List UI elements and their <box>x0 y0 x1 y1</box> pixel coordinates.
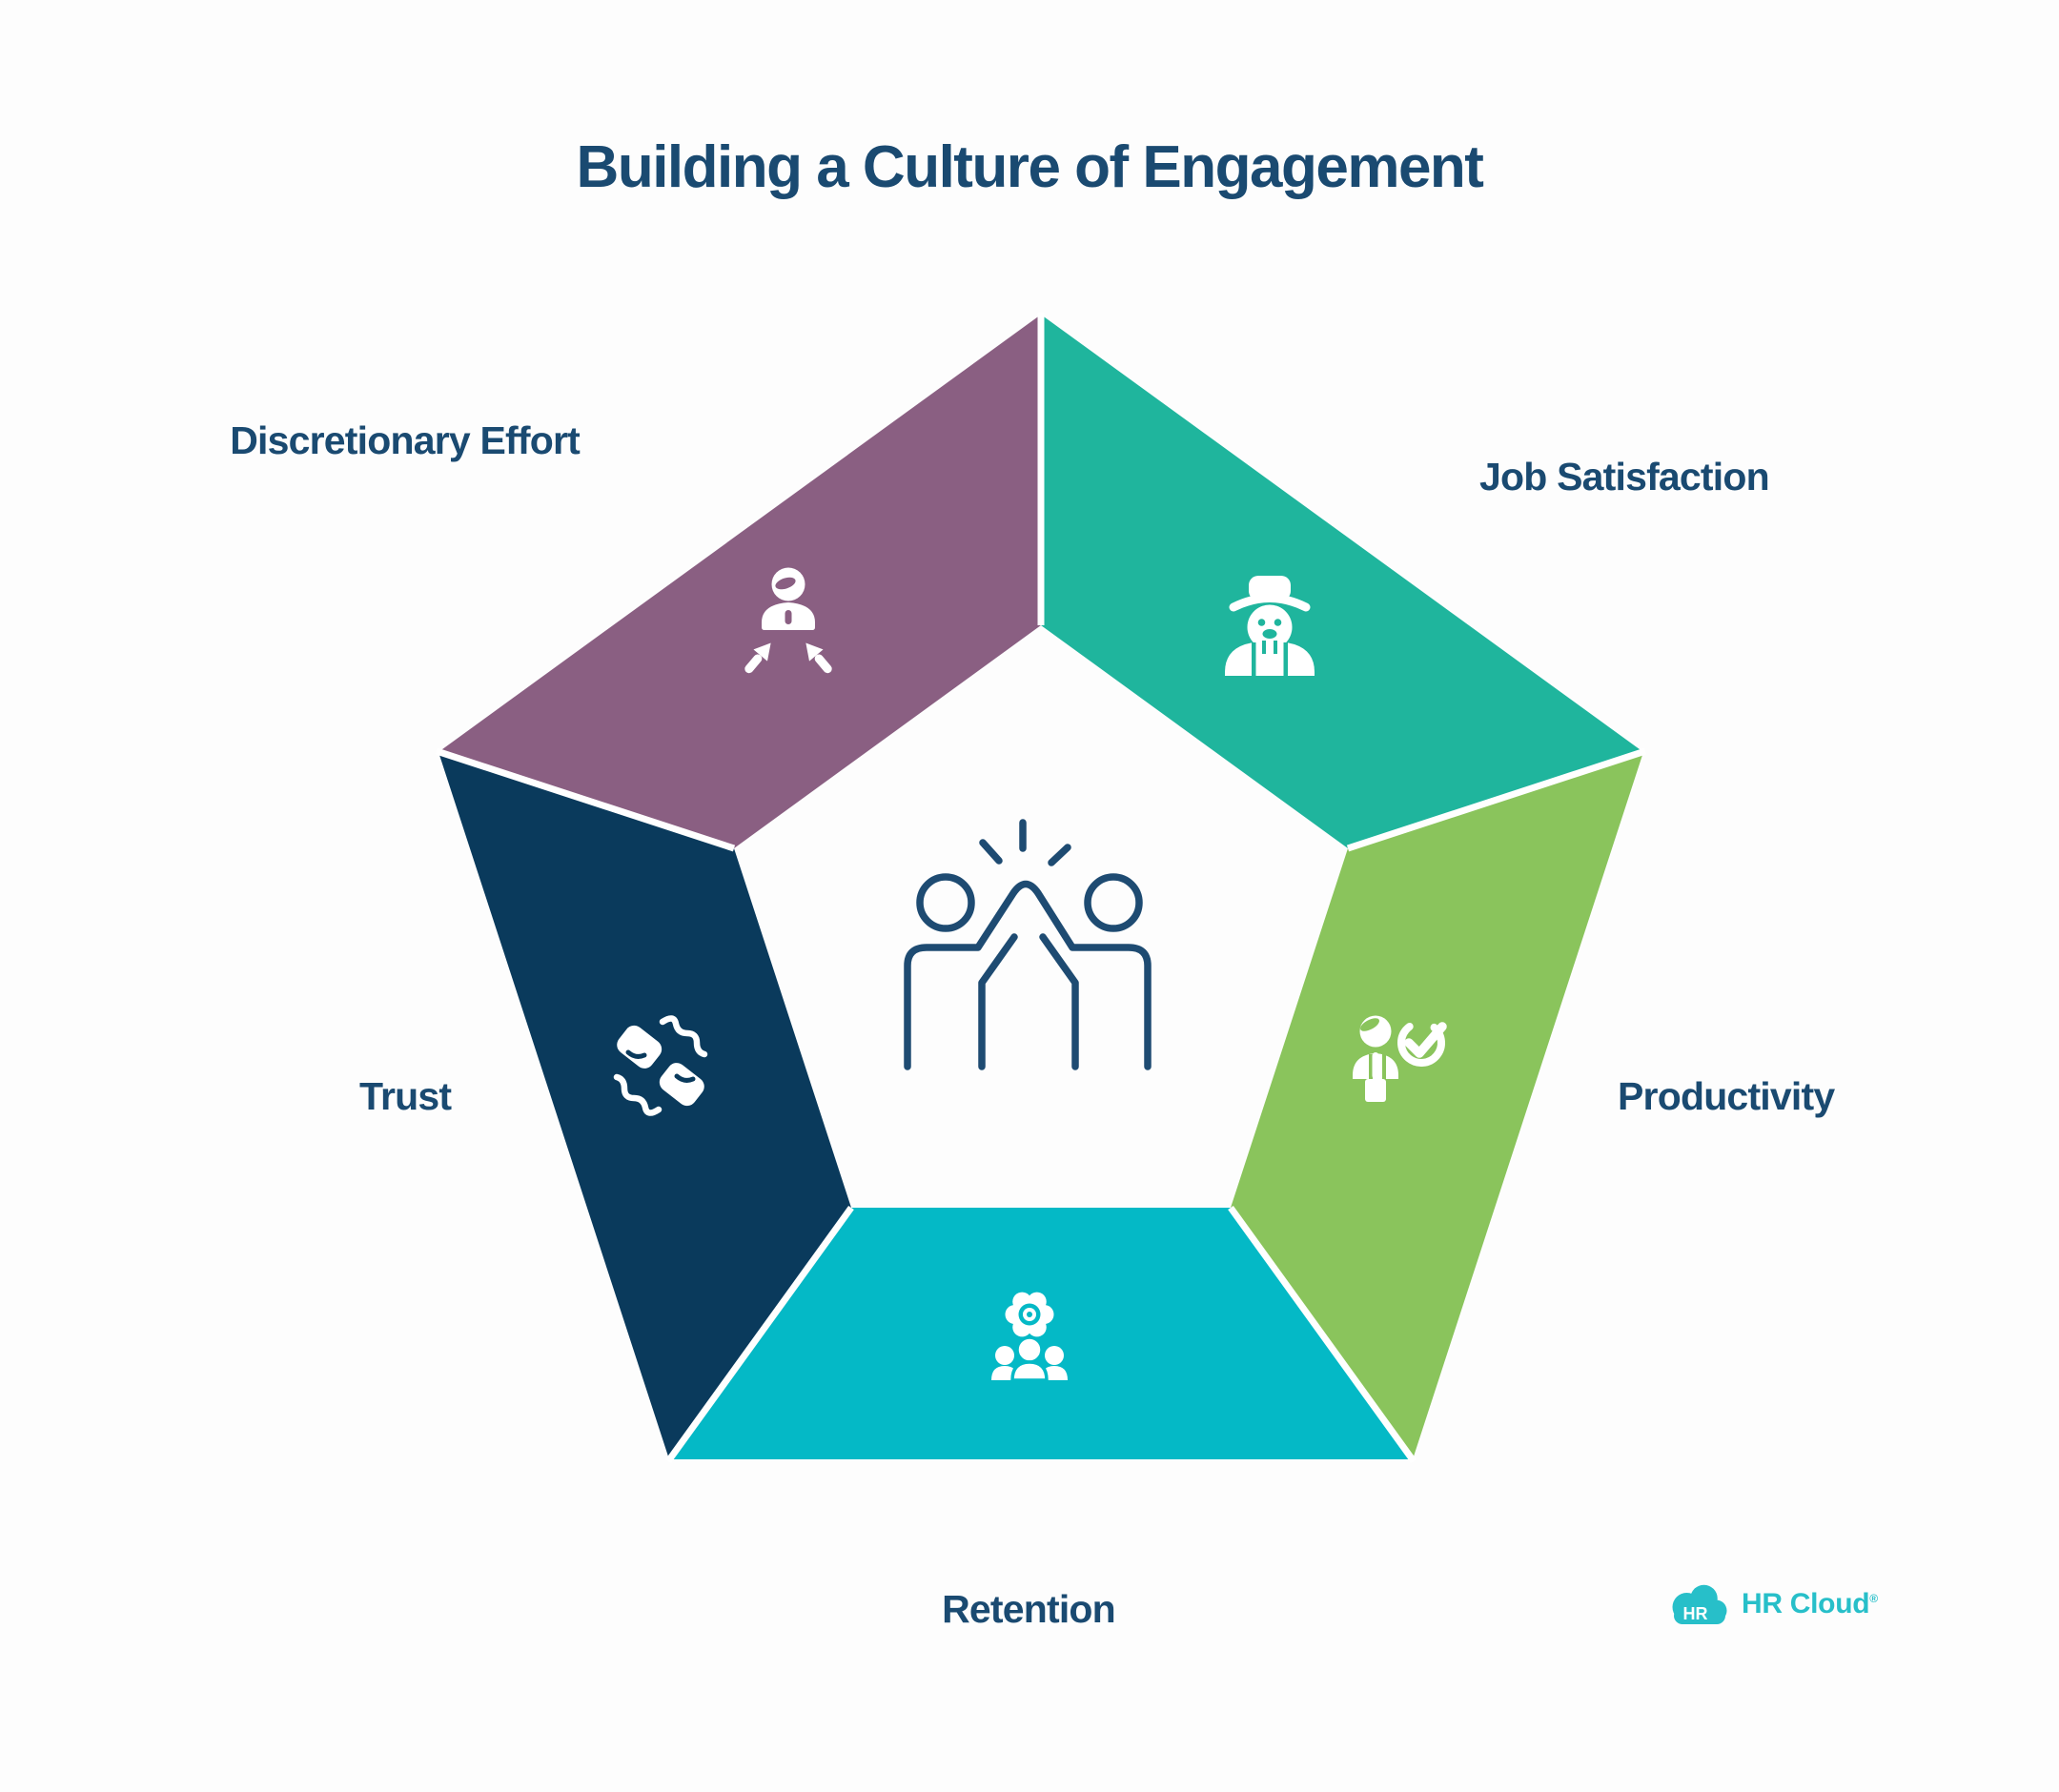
registered-mark: ® <box>1869 1592 1878 1605</box>
person-checkmark-icon <box>1353 1015 1447 1102</box>
brand-text: HR Cloud <box>1742 1588 1870 1619</box>
hr-cloud-logo: HR HR Cloud® <box>1668 1578 1878 1630</box>
high-five-icon <box>904 819 1152 1070</box>
brand-name: HR Cloud® <box>1742 1588 1878 1620</box>
segment-job-satisfaction <box>1041 315 1643 848</box>
label-trust: Trust <box>359 1074 452 1118</box>
cloud-icon: HR <box>1672 1584 1727 1624</box>
fist-bump-icon <box>613 1015 708 1116</box>
label-discretionary-effort: Discretionary Effort <box>230 418 581 462</box>
team-flower-icon <box>991 1292 1068 1382</box>
segment-discretionary-effort <box>438 315 1041 848</box>
page-title: Building a Culture of Engagement <box>576 134 1484 200</box>
segment-productivity <box>1231 752 1643 1459</box>
label-retention: Retention <box>942 1587 1116 1631</box>
label-productivity: Productivity <box>1618 1074 1835 1118</box>
label-job-satisfaction: Job Satisfaction <box>1479 455 1770 499</box>
person-converging-arrows-icon <box>744 567 832 674</box>
happy-worker-icon <box>1225 576 1315 676</box>
segment-dividers <box>435 313 1647 1464</box>
cloud-hr-text: HR <box>1683 1604 1708 1623</box>
